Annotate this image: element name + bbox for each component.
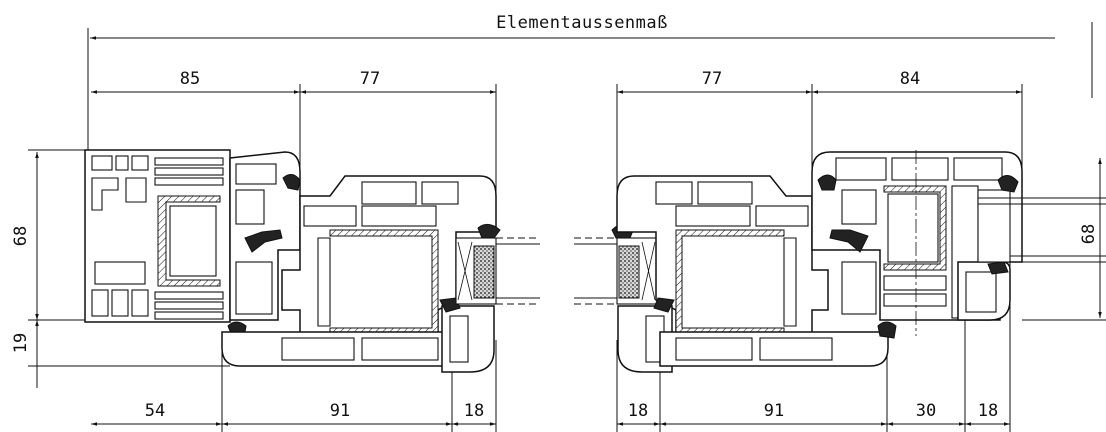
overall-dimension: Elementaussenmaß [87, 13, 1093, 150]
right-height-dimension: 68 [1022, 158, 1106, 321]
dim-bottom-left-3: 18 [464, 401, 484, 421]
bottom-dimensions-left: 54 91 18 [91, 340, 497, 432]
gasket-right-bottom [877, 321, 897, 339]
dim-bottom-right-3: 30 [916, 401, 936, 421]
gasket-right-mid [829, 229, 869, 253]
dim-bottom-left-1: 54 [145, 401, 165, 421]
left-profile-assembly [84, 149, 540, 373]
dim-height-left: 68 [11, 226, 31, 246]
gasket-left-mid [244, 229, 283, 253]
dim-top-right-1: 77 [702, 69, 722, 89]
right-insulation-foam [618, 245, 640, 299]
dim-height-right: 68 [1079, 224, 1099, 244]
dim-top-left-1: 85 [180, 69, 200, 89]
dim-bottom-left-2: 91 [330, 401, 350, 421]
dim-top-right-2: 84 [900, 69, 920, 89]
steel-reinforcement-left [157, 195, 221, 287]
steel-reinforcement-right [883, 185, 947, 271]
left-insulation-foam [473, 245, 495, 299]
top-dimensions-right: 77 84 [616, 69, 1023, 235]
dim-bottom-right-1: 18 [628, 401, 648, 421]
dim-top-left-2: 77 [360, 69, 380, 89]
gasket-right-top [817, 174, 837, 191]
dim-bottom-right-2: 91 [764, 401, 784, 421]
overall-dimension-label: Elementaussenmaß [496, 13, 668, 33]
dim-bottom-right-4: 18 [978, 401, 998, 421]
dim-height-left-lower: 19 [11, 333, 31, 353]
right-profile-assembly [574, 150, 1106, 373]
top-dimensions-left: 85 77 [91, 69, 497, 235]
bottom-dimensions-right: 18 91 30 18 [616, 262, 1011, 432]
steel-reinforcement-left-sash [329, 229, 439, 335]
gasket-left-top [282, 174, 301, 191]
left-height-dimensions: 68 19 [11, 149, 230, 388]
